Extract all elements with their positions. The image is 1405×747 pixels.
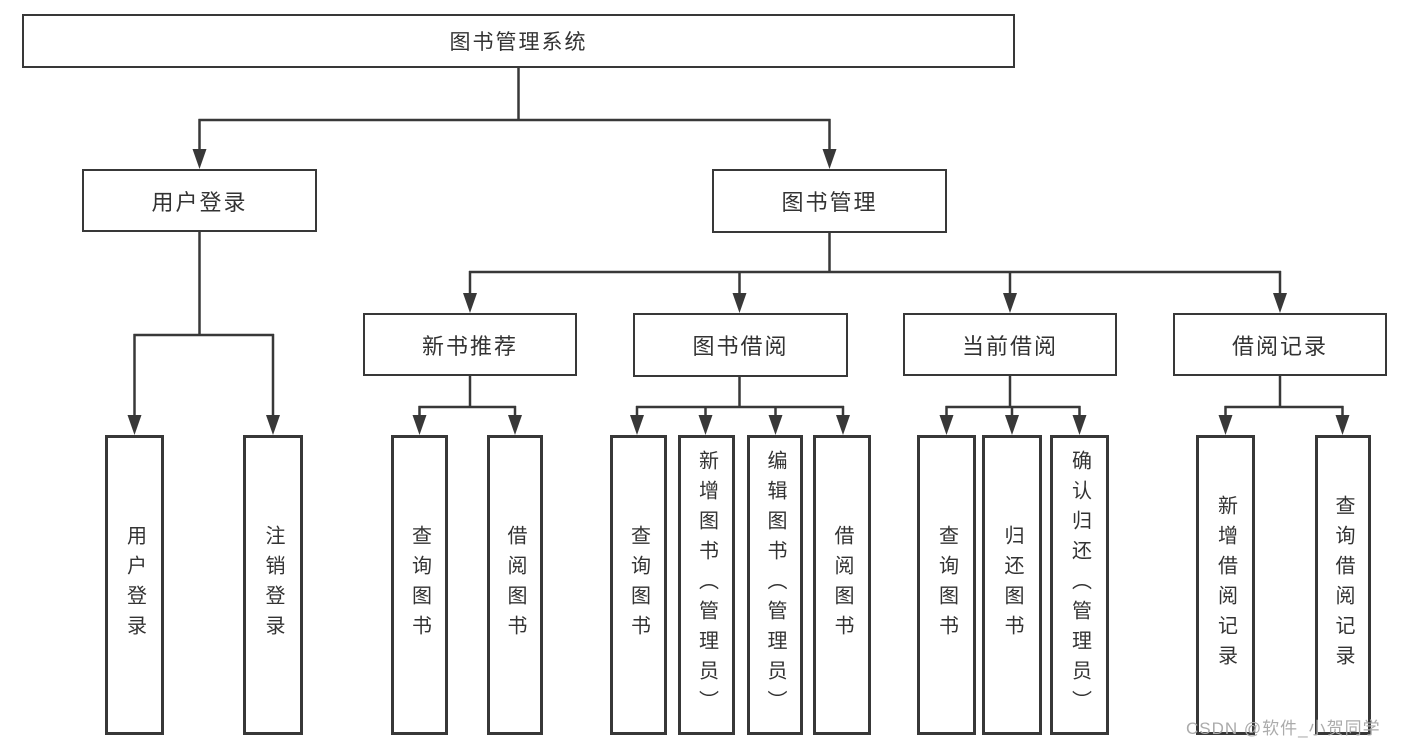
node-book-borrowing: 图书借阅 [633,313,848,377]
node-label: 新书推荐 [421,333,518,359]
node-label: 借阅图书 [831,525,853,645]
node-root: 图书管理系统 [22,14,1015,68]
node-label: 用户登录 [123,525,146,645]
leaf-logout: 注销登录 [243,435,303,735]
leaf-confirm-return-admin: 确认归还（管理员） [1050,435,1109,735]
leaf-borrow-books-borrowing: 借阅图书 [813,435,871,735]
node-label: 当前借阅 [961,333,1058,359]
node-label: 编辑图书（管理员） [764,450,786,720]
leaf-user-login: 用户登录 [105,435,164,735]
node-label: 查询借阅记录 [1332,495,1354,675]
node-label: 图书管理系统 [449,31,588,54]
leaf-add-book-admin: 新增图书（管理员） [678,435,735,735]
node-label: 借阅记录 [1231,333,1328,359]
node-borrowing-records: 借阅记录 [1173,313,1387,376]
leaf-edit-book-admin: 编辑图书（管理员） [747,435,803,735]
node-label: 查询图书 [935,525,958,645]
node-label: 图书借阅 [692,334,789,359]
leaf-query-books-recommend: 查询图书 [391,435,448,735]
leaf-add-borrow-record: 新增借阅记录 [1196,435,1255,735]
leaf-query-borrow-record: 查询借阅记录 [1315,435,1371,735]
node-label: 借阅图书 [504,525,526,645]
node-label: 注销登录 [262,525,284,645]
leaf-query-books-current: 查询图书 [917,435,976,735]
node-book-management: 图书管理 [712,169,947,233]
node-label: 查询图书 [627,525,650,645]
node-label: 新增图书（管理员） [695,450,718,720]
csdn-watermark: CSDN @软件_小贺同学 [1186,719,1381,738]
node-user-login: 用户登录 [82,169,317,232]
node-label: 图书管理 [781,190,878,215]
node-new-book-recommend: 新书推荐 [363,313,577,376]
node-label: 新增借阅记录 [1214,495,1237,675]
node-current-borrowing: 当前借阅 [903,313,1117,376]
node-label: 确认归还（管理员） [1068,450,1091,720]
node-label: 用户登录 [151,189,248,215]
leaf-return-books: 归还图书 [982,435,1042,735]
leaf-query-books-borrowing: 查询图书 [610,435,667,735]
arrowheads [127,149,1350,435]
node-label: 归还图书 [1001,525,1023,645]
node-label: 查询图书 [408,525,431,645]
leaf-borrow-books-recommend: 借阅图书 [487,435,543,735]
